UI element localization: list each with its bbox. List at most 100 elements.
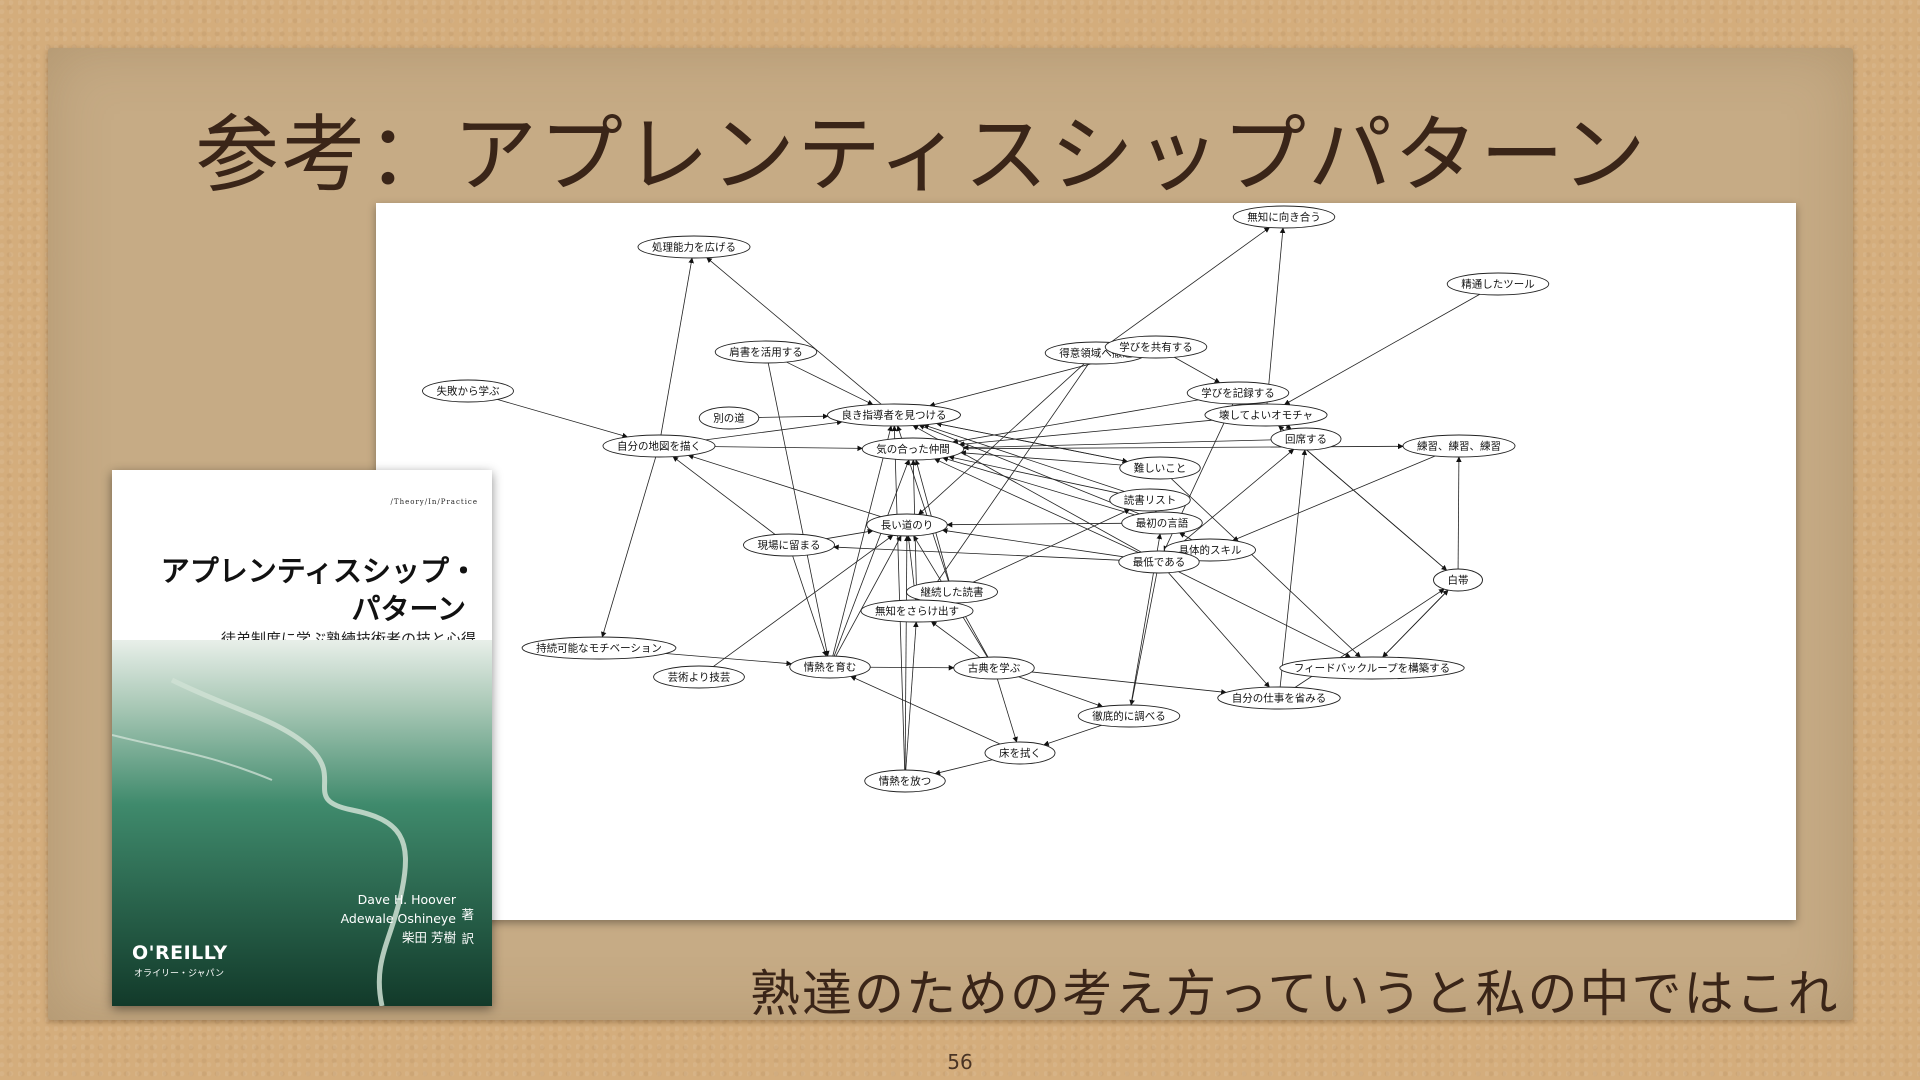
graph-node-label: 学びを記録する (1201, 387, 1275, 400)
graph-node-label: 最低である (1133, 556, 1185, 569)
graph-node: 自分の仕事を省みる (1218, 687, 1341, 709)
graph-edge (1458, 457, 1459, 569)
graph-edge (936, 423, 1127, 461)
graph-node-label: 徹底的に調べる (1092, 710, 1166, 723)
graph-edge (1032, 672, 1227, 692)
graph-node: 練習、練習、練習 (1403, 435, 1515, 457)
graph-node: 別の道 (699, 407, 759, 429)
graph-node-label: 最初の言語 (1136, 517, 1189, 530)
graph-edge (1267, 228, 1283, 404)
graph-node-label: 情熱を放つ (879, 775, 932, 788)
graph-node-label: 長い道のり (881, 519, 934, 532)
graph-node-label: 別の道 (713, 412, 745, 425)
graph-edge (1280, 450, 1305, 687)
graph-edge (786, 362, 872, 405)
graph-node-label: 精通したツール (1461, 278, 1535, 291)
graph-edge (768, 363, 828, 656)
graph-node-label: 自分の地図を描く (617, 440, 701, 453)
author-2: Adewale Oshineye (341, 909, 456, 928)
graph-edge (1178, 572, 1350, 658)
graph-node: フィードバックループを構築する (1280, 657, 1464, 679)
graph-edge (602, 457, 655, 637)
graph-edge (935, 459, 1139, 553)
graph-node-label: 芸術より技芸 (668, 671, 731, 684)
publisher-subtitle: オライリー・ジャパン (134, 966, 224, 979)
slide-caption: 熟達のための考え方っていうと私の中ではこれ (750, 954, 1840, 1026)
graph-edge (959, 420, 1212, 444)
graph-node-label: 壊してよいオモチャ (1219, 410, 1313, 422)
graph-node: 情熱を育む (790, 656, 871, 678)
graph-edge (919, 364, 1085, 515)
graph-edge (935, 760, 992, 774)
graph-edge (931, 622, 980, 658)
graph-edge (973, 509, 1130, 582)
translator: 柴田 芳樹 (341, 928, 456, 947)
graph-edge (497, 399, 627, 436)
graph-node: 処理能力を広げる (638, 236, 750, 258)
graph-node-label: 継続した読書 (921, 586, 984, 599)
graph-node-label: 現場に留まる (758, 539, 821, 552)
graph-node: 床を拭く (985, 742, 1055, 764)
graph-edge (905, 536, 907, 770)
graph-edge (707, 258, 881, 404)
graph-edge (1168, 573, 1269, 687)
graph-edge (894, 426, 904, 770)
graph-node: 難しいこと (1120, 457, 1201, 479)
graph-node: 無知をさらけ出す (861, 600, 973, 622)
pattern-graph: 無知に向き合う処理能力を広げる精通したツール肩書を活用する得意領域へ撤退学びを共… (376, 203, 1796, 920)
book-title-line1: アプレンティスシップ・ (161, 548, 478, 590)
graph-node-label: 失敗から学ぶ (437, 385, 500, 398)
graph-edge (1233, 456, 1435, 541)
graph-node: 長い道のり (867, 514, 948, 536)
graph-edge (851, 676, 1000, 744)
graph-edge (1131, 573, 1157, 705)
graph-node-label: 古典を学ぶ (968, 662, 1021, 675)
graph-node: 持続可能なモチベーション (522, 637, 676, 659)
graph-edge (925, 364, 1089, 600)
graph-edge (688, 455, 880, 516)
graph-node-label: 良き指導者を見つける (842, 409, 947, 422)
graph-node: 読書リスト (1110, 489, 1191, 511)
graph-node-label: 回席する (1285, 433, 1327, 446)
graph-node-label: 読書リスト (1124, 494, 1177, 507)
graph-node: 最初の言語 (1122, 512, 1203, 534)
graph-node: 肩書を活用する (715, 341, 817, 363)
graph-edge (1044, 725, 1102, 745)
graph-node-label: 学びを共有する (1119, 341, 1193, 354)
graph-node: 学びを共有する (1105, 336, 1207, 358)
graph-edge (963, 440, 1271, 448)
graph-node: 無知に向き合う (1233, 206, 1335, 228)
graph-edge (961, 453, 1121, 465)
graph-edge (906, 622, 916, 770)
graph-edge (759, 416, 828, 417)
graph-edge (947, 523, 1122, 524)
slide-title: 参考：アプレンティスシップパターン (195, 88, 1755, 209)
book-title-line2: パターン (351, 586, 466, 628)
graph-node-label: 白帯 (1448, 574, 1469, 587)
graph-node: 徹底的に調べる (1078, 705, 1180, 727)
graph-edge (1174, 357, 1219, 382)
graph-edge (1111, 228, 1270, 343)
graph-edge (1285, 294, 1480, 404)
page-number: 56 (0, 1050, 1920, 1074)
graph-edge (661, 258, 692, 435)
nodes-layer: 無知に向き合う処理能力を広げる精通したツール肩書を活用する得意領域へ撤退学びを共… (423, 206, 1549, 792)
graph-node: 気の合った仲間 (862, 438, 964, 460)
graph-node-label: 情熱を育む (804, 661, 857, 674)
graph-edge (870, 667, 954, 668)
graph-node-label: 無知に向き合う (1247, 211, 1321, 224)
book-authors: Dave H. Hoover Adewale Oshineye 柴田 芳樹 (341, 890, 456, 947)
graph-node: 情熱を放つ (865, 770, 946, 792)
publisher-logo: O'REILLY (132, 942, 228, 964)
graph-node: 自分の地図を描く (603, 435, 715, 457)
graph-node: 白帯 (1434, 569, 1483, 591)
graph-edge (673, 457, 775, 535)
graph-node: 精通したツール (1447, 273, 1549, 295)
graph-edge (793, 556, 827, 656)
graph-edge (833, 426, 891, 656)
graph-edge (997, 679, 1016, 742)
author-1: Dave H. Hoover (341, 890, 456, 909)
graph-edge (826, 531, 873, 539)
graph-edge (942, 530, 1123, 557)
graph-edge (919, 425, 1139, 514)
